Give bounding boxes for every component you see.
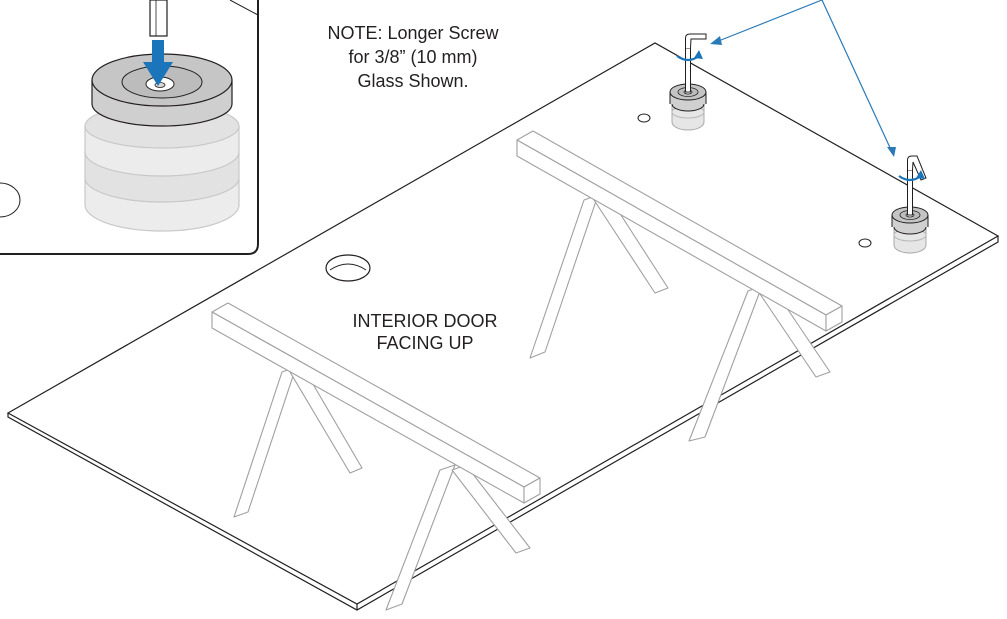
note-line-1: NOTE: Longer Screw (327, 23, 499, 43)
hex-key-icon (685, 33, 707, 93)
bumper-icon (84, 103, 240, 232)
note-text: NOTE: Longer Screw for 3/8” (10 mm) Glas… (327, 23, 499, 91)
glass-hole-small (637, 113, 651, 123)
detail-inset (0, 0, 259, 255)
hex-key-icon (149, 0, 168, 37)
door-label-line-2: FACING UP (376, 333, 473, 353)
bumper-top (669, 83, 707, 131)
bumper-cap (91, 53, 233, 127)
sawhorse-left (211, 302, 541, 611)
sawhorse-right (516, 130, 843, 442)
door-label: INTERIOR DOOR FACING UP (352, 311, 497, 353)
glass-hole-small (858, 238, 872, 248)
rotate-arrow-head (916, 170, 925, 179)
leader-arrowhead (710, 36, 722, 45)
callout-leader-lines (715, 0, 893, 153)
glass-hole-large (325, 254, 371, 282)
note-line-2: for 3/8” (10 mm) (348, 47, 477, 67)
down-arrow-icon (143, 40, 173, 86)
rotate-arrow-head (694, 50, 703, 59)
leader-arrowhead (887, 147, 896, 157)
door-label-line-1: INTERIOR DOOR (352, 311, 497, 331)
note-line-3: Glass Shown. (357, 71, 468, 91)
